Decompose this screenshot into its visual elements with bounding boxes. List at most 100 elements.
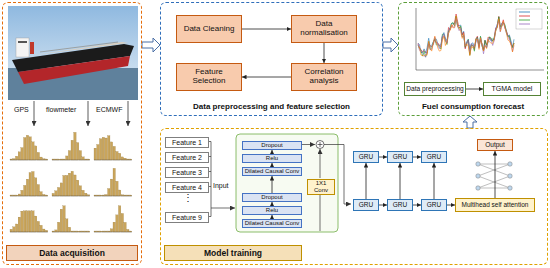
box-label: Feature 9 [172, 214, 202, 222]
gru-cell: GRU [353, 199, 379, 211]
source-arrow [34, 101, 35, 126]
attention-icon [476, 162, 512, 190]
histogram-bar [82, 157, 84, 160]
layer-box: Relu [242, 154, 302, 163]
histogram-bar [94, 148, 96, 160]
histogram-bar [60, 183, 62, 196]
process-box: Data preprocessing [404, 82, 466, 96]
histogram-grid [10, 132, 132, 232]
box-label: Feature 2 [172, 154, 202, 162]
histogram-bar [116, 151, 118, 160]
box-label: Multihead self attention [462, 201, 529, 208]
gru-cell: GRU [421, 199, 447, 211]
section-panel: Data preprocessing and feature selection… [160, 2, 383, 116]
box-label: Relu [266, 155, 278, 162]
box-label: Dilated Causal Conv [245, 168, 300, 175]
legend-line [519, 20, 530, 21]
residual-line [320, 149, 321, 178]
box-label: GRU [393, 153, 407, 160]
icon-link [478, 164, 510, 165]
collector-line [211, 142, 212, 217]
box-label: Output [485, 141, 505, 148]
connector-arrow [379, 205, 387, 206]
box-label: Feature Selection [178, 68, 240, 86]
icon-link [478, 176, 510, 188]
box-label: Data preprocessing [406, 85, 464, 92]
box-label: TGMA model [492, 85, 533, 93]
layer-box: Dropout [242, 141, 302, 150]
histogram-bar [34, 146, 36, 160]
output-box: Output [477, 139, 513, 151]
histogram-bar [127, 229, 129, 232]
source-arrow [128, 101, 129, 126]
tcn-outline [236, 134, 338, 232]
connector-arrow [495, 151, 496, 198]
histogram-bar [118, 153, 120, 160]
histogram-bar [40, 157, 42, 160]
chart-axis [416, 70, 544, 71]
gru-cell: GRU [421, 151, 447, 163]
bridge-window [18, 41, 27, 43]
residual-line [301, 144, 315, 145]
histogram-bar [55, 191, 57, 196]
box-label: Relu [266, 207, 278, 214]
process-box: Data Cleaning [176, 15, 242, 43]
block-output-arrow [324, 145, 351, 205]
histogram-bar [55, 230, 57, 232]
histogram-bar [24, 211, 26, 232]
histogram-bar [13, 159, 15, 160]
box-label: Feature 3 [172, 169, 202, 177]
process-box: Data normalisation [291, 15, 357, 43]
histogram-bar [37, 221, 39, 232]
histogram-bar [45, 230, 47, 232]
panel-title: Fuel consumption forecast [399, 103, 547, 112]
histogram-bar [105, 138, 107, 160]
chart-axis [416, 8, 417, 70]
histogram-bar [110, 229, 112, 232]
attention-box: Multihead self attention [455, 198, 535, 212]
histogram-bar [32, 142, 34, 160]
flow-arrow [142, 38, 160, 52]
histogram-axis [10, 196, 48, 197]
histogram-bar [13, 227, 15, 232]
histogram-bar [37, 185, 39, 196]
box-label: GRU [427, 201, 441, 208]
histogram-bar [32, 211, 34, 232]
ship-photo [8, 6, 138, 100]
box-label: Data normalisation [293, 20, 355, 38]
layer-box: Relu [242, 206, 302, 215]
histogram-bar [99, 139, 101, 160]
histogram-bar [108, 136, 110, 160]
box-label: GRU [393, 201, 407, 208]
histogram-bar [29, 211, 31, 232]
input-arrow [211, 208, 235, 209]
icon-link [478, 164, 510, 176]
histogram-bar [57, 222, 59, 232]
annotation-label: ECMWF [96, 106, 122, 114]
connector-arrow [242, 77, 291, 78]
connector-arrow [272, 176, 273, 193]
histogram-bar [60, 209, 62, 232]
box-label: Feature 4 [172, 184, 202, 192]
histogram-bar [26, 179, 28, 196]
legend-line [519, 16, 530, 17]
histogram-bar [21, 211, 23, 232]
histogram-bar [116, 181, 118, 196]
histogram-bar [79, 151, 81, 160]
histogram-axis [94, 196, 132, 197]
histogram-bar [34, 216, 36, 232]
histogram-bar [29, 173, 31, 196]
feature-box: Feature 4 [165, 182, 209, 193]
histogram-bar [40, 192, 42, 196]
panel-title: Data preprocessing and feature selection [161, 103, 382, 112]
histogram-bar [34, 178, 36, 196]
histogram-bar [102, 137, 104, 160]
histogram-bar [124, 222, 126, 232]
histogram-bar [63, 175, 65, 196]
histogram-bar [74, 175, 76, 196]
histogram-bar [74, 132, 76, 160]
sum-circle [316, 141, 324, 149]
histogram-bar [57, 187, 59, 196]
box-label: GRU [359, 153, 373, 160]
